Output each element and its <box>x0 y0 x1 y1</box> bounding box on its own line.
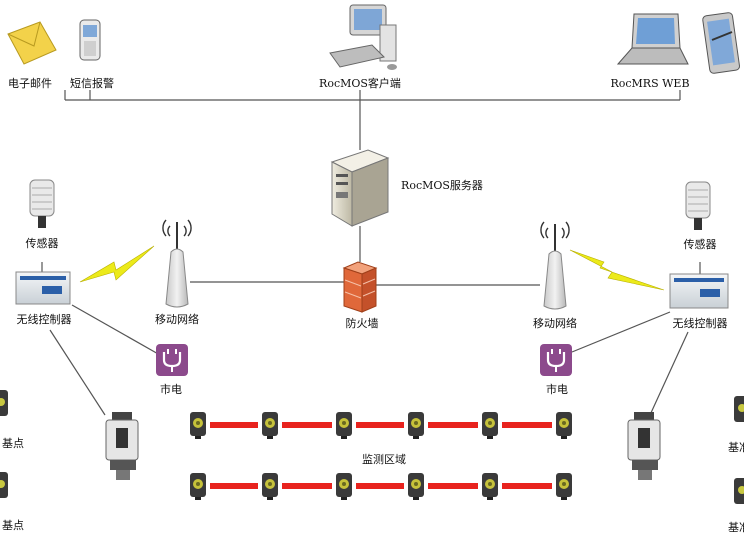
tablet-icon <box>702 12 741 74</box>
cellphone-icon <box>79 19 101 61</box>
connection-lines <box>41 90 701 416</box>
prism-icon <box>734 396 744 422</box>
server-label: RocMOS服务器 <box>401 179 483 192</box>
prism-link-bar <box>356 483 404 489</box>
sms-alarm-label: 短信报警 <box>70 76 114 90</box>
base-right-1-label: 基准 <box>728 441 744 454</box>
prism-icon <box>0 472 8 498</box>
prism-icon <box>482 473 498 500</box>
prism-link-bar <box>210 422 258 428</box>
total-station-icon <box>627 412 661 480</box>
firewall-icon <box>342 261 378 313</box>
prism-icon <box>336 473 352 500</box>
desktop-computer-icon <box>329 4 397 70</box>
sensor-icon <box>29 179 55 228</box>
laptop-icon <box>616 13 689 65</box>
prism-link-bar <box>502 483 552 489</box>
client-label: RocMOS客户端 <box>319 76 401 90</box>
prism-icon <box>734 478 744 504</box>
power-left-label: 市电 <box>160 382 182 396</box>
prism-link-bar <box>282 422 332 428</box>
prism-icon <box>556 473 572 500</box>
sensor-icon <box>685 181 711 230</box>
left-controller-station-line <box>49 329 106 416</box>
antenna-tower-icon <box>162 219 192 308</box>
prism-icon <box>190 473 206 500</box>
sensor-left-label: 传感器 <box>26 237 59 250</box>
mobile-network-left-label: 移动网络 <box>155 312 199 326</box>
base-right-2-label: 基准 <box>728 521 744 534</box>
web-label: RocMRS WEB <box>610 77 689 90</box>
lightning-icon <box>79 245 155 283</box>
antenna-tower-icon <box>540 221 570 310</box>
right-controller-station-line <box>649 331 689 416</box>
prism-icon <box>556 412 572 439</box>
firewall-label: 防火墙 <box>346 316 379 330</box>
prism-icon <box>408 412 424 439</box>
power-plug-icon <box>156 344 188 376</box>
prism-link-bar <box>502 422 552 428</box>
controller-right-label: 无线控制器 <box>673 316 728 330</box>
mobile-network-right-label: 移动网络 <box>533 316 577 330</box>
base-left-1-label: 基点 <box>2 437 24 450</box>
prism-icon <box>262 412 278 439</box>
prism-link-bar <box>210 483 258 489</box>
prism-link-bar <box>428 483 478 489</box>
power-plug-icon <box>540 344 572 376</box>
prism-link-bar <box>428 422 478 428</box>
right-controller-power-line <box>571 311 671 353</box>
sensor-right-label: 传感器 <box>684 238 717 251</box>
prism-icon <box>0 390 8 416</box>
controller-icon <box>15 271 71 305</box>
left-controller-power-line <box>71 304 161 356</box>
total-station-icon <box>105 412 139 480</box>
email-label: 电子邮件 <box>8 77 52 90</box>
prism-icon <box>190 412 206 439</box>
monitoring-area-label: 监测区域 <box>362 453 406 466</box>
server-icon <box>330 149 390 227</box>
base-left-2-label: 基点 <box>2 519 24 532</box>
prism-link-bar <box>356 422 404 428</box>
power-right-label: 市电 <box>546 382 568 396</box>
prism-icon <box>408 473 424 500</box>
controller-icon <box>669 273 729 309</box>
envelope-icon <box>7 21 57 65</box>
monitoring-area-prism-rows <box>190 412 572 500</box>
prism-icon <box>482 412 498 439</box>
lightning-icon <box>569 249 665 291</box>
controller-left-label: 无线控制器 <box>17 312 72 326</box>
prism-icon <box>336 412 352 439</box>
prism-icon <box>262 473 278 500</box>
prism-link-bar <box>282 483 332 489</box>
